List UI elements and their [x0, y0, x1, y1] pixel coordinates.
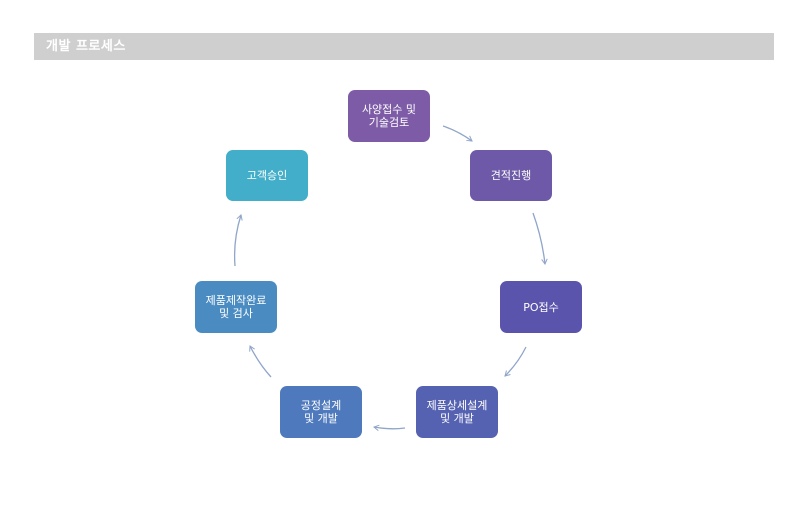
arrow-1-to-2 [442, 125, 473, 142]
step-detail-design: 제품상세설계 및 개발 [416, 386, 498, 438]
step-quotation: 견적진행 [470, 150, 552, 201]
step-spec-review: 사양접수 및 기술검토 [348, 90, 430, 142]
arrow-6-to-7 [233, 214, 243, 267]
step-manufacture-inspection-line1: 제품제작완료 [205, 294, 267, 307]
step-po-receipt: PO접수 [500, 281, 582, 333]
step-spec-review-line2: 기술검토 [368, 116, 410, 129]
arrow-3-to-4 [504, 346, 527, 377]
step-po-receipt-label: PO접수 [523, 300, 559, 314]
step-manufacture-inspection: 제품제작완료 및 검사 [195, 281, 277, 333]
step-detail-design-line2: 및 개발 [440, 412, 474, 425]
section-header-bar: 개발 프로세스 [34, 33, 774, 60]
arrow-2-to-3 [532, 212, 548, 265]
arrow-5-to-6 [249, 345, 272, 378]
step-customer-approval: 고객승인 [226, 150, 308, 201]
step-process-design-line1: 공정설계 [300, 399, 342, 412]
step-detail-design-line1: 제품상세설계 [426, 399, 488, 412]
step-process-design: 공정설계 및 개발 [280, 386, 362, 438]
step-process-design-line2: 및 개발 [304, 412, 338, 425]
step-manufacture-inspection-line2: 및 검사 [219, 307, 253, 320]
step-spec-review-line1: 사양접수 및 [361, 103, 417, 116]
step-quotation-label: 견적진행 [490, 169, 532, 182]
arrow-4-to-5 [373, 424, 406, 432]
section-title: 개발 프로세스 [46, 39, 126, 54]
step-customer-approval-label: 고객승인 [246, 169, 288, 182]
